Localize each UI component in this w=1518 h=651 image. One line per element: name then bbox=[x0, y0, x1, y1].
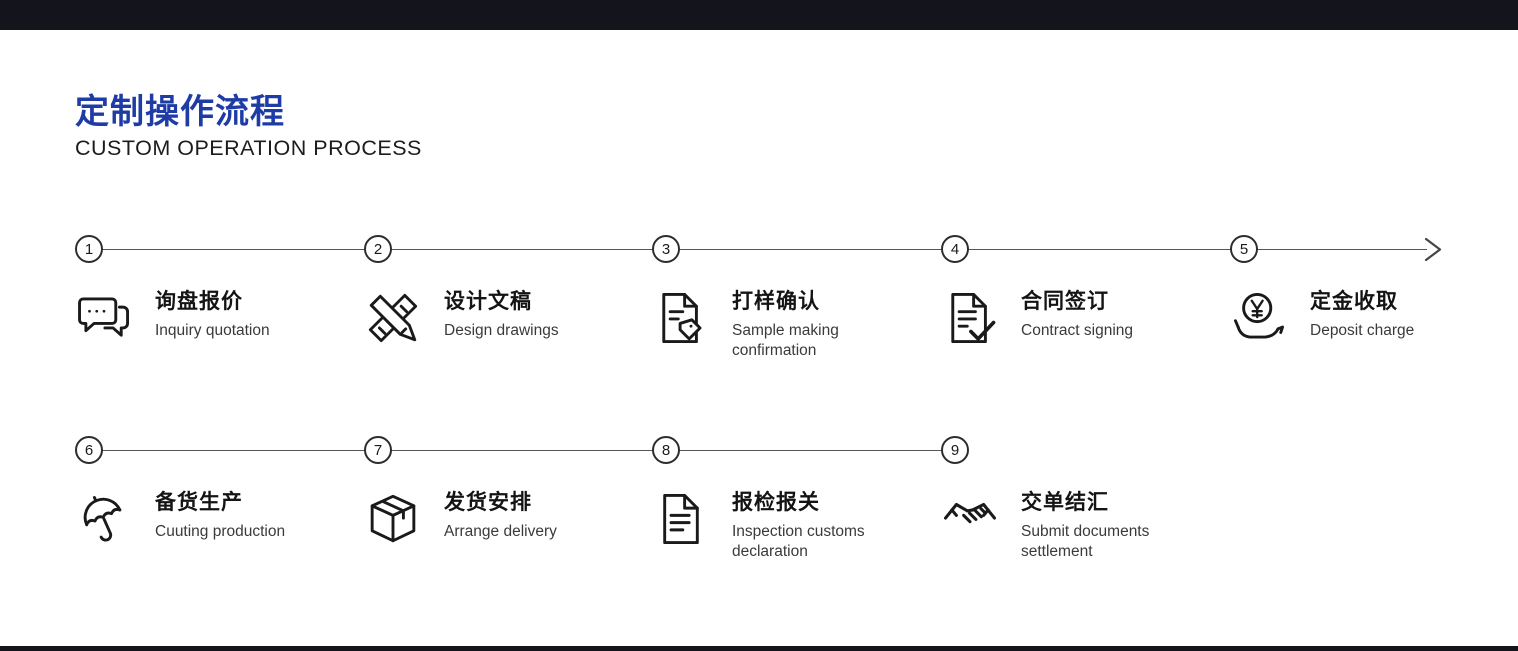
step-number: 9 bbox=[941, 436, 969, 464]
timeline-line bbox=[75, 449, 957, 451]
step-number-text: 9 bbox=[950, 441, 960, 459]
step-title-en: Inquiry quotation bbox=[155, 322, 270, 339]
step-title-zh: 定金收取 bbox=[1310, 290, 1398, 313]
step-title-zh: 合同签订 bbox=[1021, 290, 1109, 313]
step-number-text: 1 bbox=[84, 240, 94, 258]
step-title-zh: 设计文稿 bbox=[444, 290, 532, 313]
step-number: 2 bbox=[364, 235, 392, 263]
step-number: 6 bbox=[75, 436, 103, 464]
step-number: 8 bbox=[652, 436, 680, 464]
page-subtitle-en: CUSTOM OPERATION PROCESS bbox=[75, 136, 422, 160]
step-title-zh: 询盘报价 bbox=[155, 290, 243, 313]
step-title-zh: 交单结汇 bbox=[1021, 491, 1109, 514]
step-number-text: 8 bbox=[661, 441, 671, 459]
document-tag-icon bbox=[652, 289, 710, 349]
step-title-en: Contract signing bbox=[1021, 322, 1134, 339]
step-title-en: Deposit charge bbox=[1310, 322, 1415, 339]
step-title-en: Arrange delivery bbox=[444, 523, 557, 540]
step-title-en: Inspection customs declaration bbox=[732, 523, 865, 561]
step-number-text: 7 bbox=[373, 441, 383, 459]
ruler-pencil-icon bbox=[364, 289, 422, 349]
step-number: 1 bbox=[75, 235, 103, 263]
step-number-text: 2 bbox=[373, 240, 383, 258]
page-title-zh: 定制操作流程 bbox=[75, 93, 285, 131]
step-number-text: 6 bbox=[84, 441, 94, 459]
step-title-en: Cuuting production bbox=[155, 523, 286, 540]
process-row-2: 6 备货生产 Cuuting production bbox=[0, 436, 1518, 606]
step-title-zh: 报检报关 bbox=[732, 491, 820, 514]
step-number: 7 bbox=[364, 436, 392, 464]
document-check-icon bbox=[941, 289, 999, 349]
step-title-zh: 打样确认 bbox=[732, 290, 820, 313]
step-number: 4 bbox=[941, 235, 969, 263]
package-box-icon bbox=[364, 490, 422, 550]
step-title-zh: 备货生产 bbox=[155, 491, 243, 514]
top-dark-bar bbox=[0, 0, 1518, 30]
flow-arrow-icon bbox=[1424, 237, 1442, 262]
step-title-en: Design drawings bbox=[444, 322, 559, 339]
step-number-text: 5 bbox=[1239, 240, 1249, 258]
timeline-line bbox=[75, 248, 1427, 250]
document-lines-icon bbox=[652, 490, 710, 550]
step-number-text: 4 bbox=[950, 240, 960, 258]
chat-bubbles-icon bbox=[75, 289, 133, 349]
umbrella-icon bbox=[75, 490, 133, 550]
coin-hand-icon bbox=[1230, 289, 1288, 349]
step-title-zh: 发货安排 bbox=[444, 491, 532, 514]
step-number: 3 bbox=[652, 235, 680, 263]
handshake-icon bbox=[941, 490, 999, 550]
bottom-dark-bar bbox=[0, 646, 1518, 651]
process-row-1: 1 询盘报价 Inquiry quotation bbox=[0, 235, 1518, 405]
step-title-en: Submit documents settlement bbox=[1021, 523, 1150, 561]
step-number: 5 bbox=[1230, 235, 1258, 263]
step-title-en: Sample making confirmation bbox=[732, 322, 839, 360]
step-number-text: 3 bbox=[661, 240, 671, 258]
